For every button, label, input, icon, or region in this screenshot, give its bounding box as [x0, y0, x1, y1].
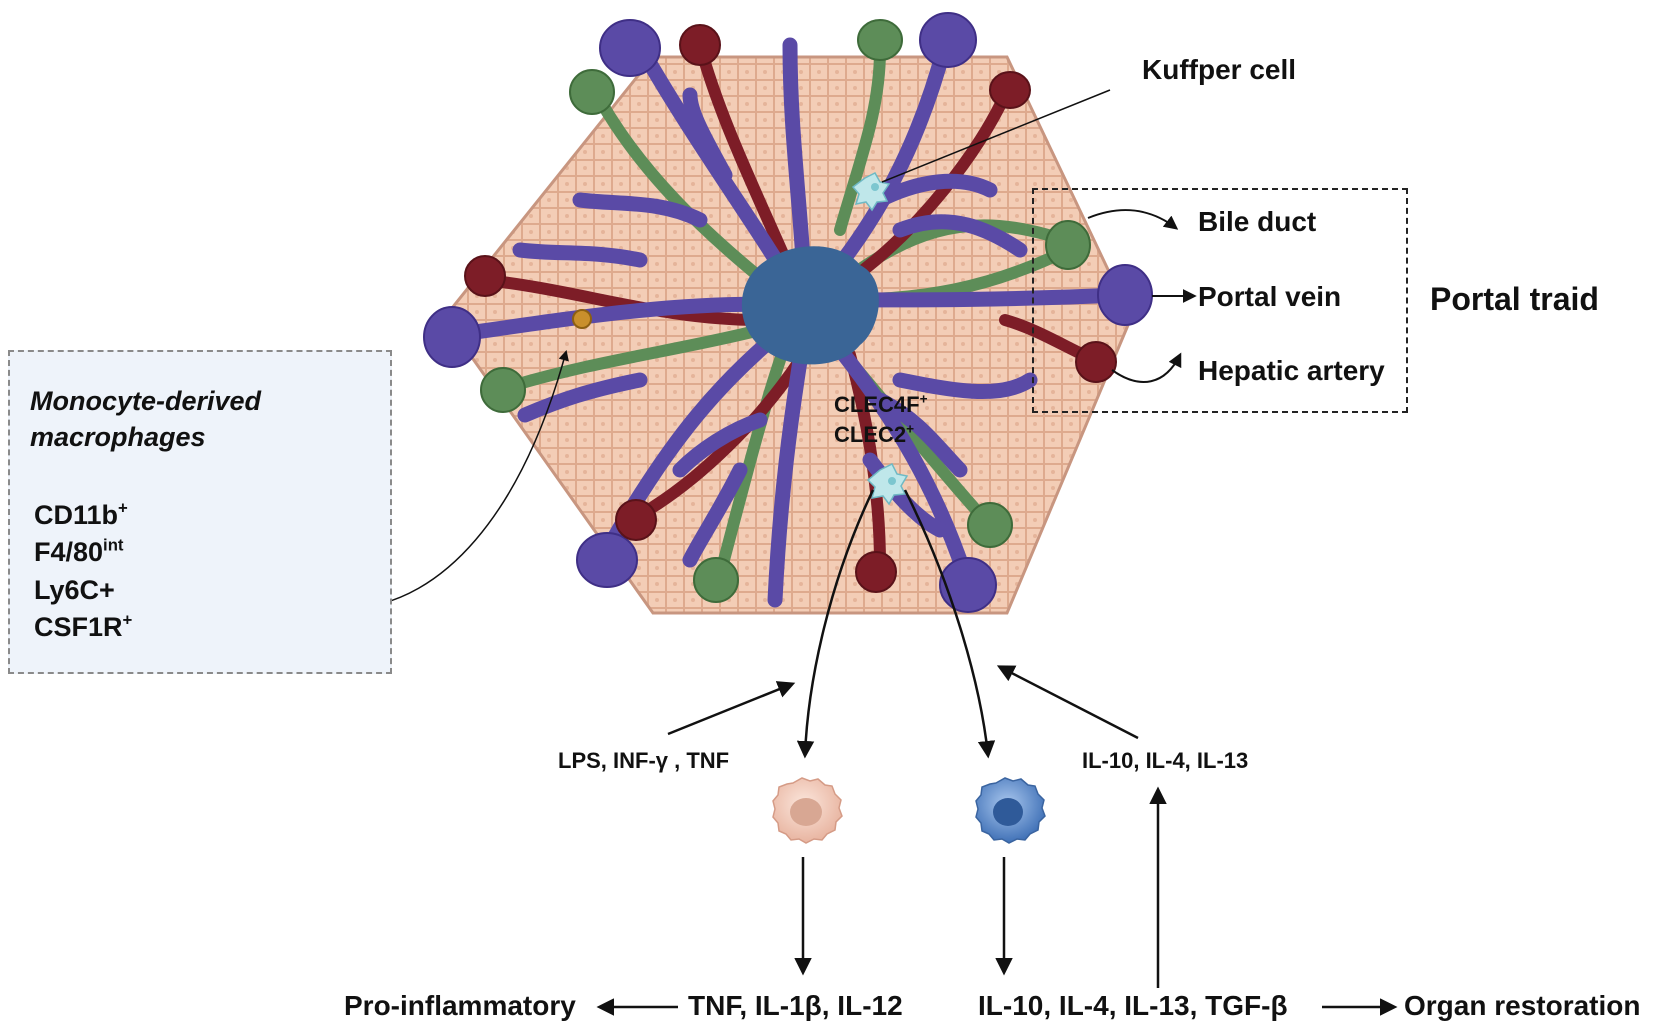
portal-triad-box — [1032, 188, 1408, 413]
m1-stimuli-arrow — [667, 681, 796, 736]
ly6c-label: Ly6C+ — [34, 575, 115, 605]
m1-output-label: TNF, IL-1β, IL-12 — [688, 990, 903, 1021]
hepatic-artery-arrow — [1111, 352, 1182, 383]
hepatic-artery-bulbs — [464, 24, 1117, 593]
hepatic-artery-label: Hepatic artery — [1198, 355, 1385, 386]
m1-macrophage-icon — [772, 777, 843, 844]
mono-title-line1: Monocyte-derived — [30, 386, 262, 416]
clec4f-sup: + — [919, 391, 928, 407]
m2-stimuli-arrow — [996, 665, 1139, 740]
csf1r-sup: + — [122, 610, 133, 630]
kupffer-cell-label: Kuffper cell — [1142, 54, 1297, 85]
kupffer-to-m2-arrow — [903, 489, 996, 759]
clec2-text: CLEC2 — [834, 422, 907, 447]
bile-duct-arrow — [1087, 209, 1179, 230]
organ-restoration-label: Organ restoration — [1404, 990, 1641, 1021]
portal-vein-label: Portal vein — [1198, 281, 1342, 312]
lobule-monocyte-icon — [572, 309, 592, 329]
m1-stimuli-label: LPS, INF-γ , TNF — [558, 748, 730, 773]
cd11b-text: CD11b — [34, 500, 119, 530]
liver-lobule-icon — [423, 12, 1153, 615]
portal-triad-label: Portal traid — [1430, 281, 1599, 317]
portal-vein-bulbs — [423, 12, 1153, 613]
bile-duct-label: Bile duct — [1198, 206, 1317, 237]
kupffer-pointer-line — [881, 89, 1111, 183]
clec4f-text: CLEC4F — [834, 392, 920, 417]
f480-sup: int — [103, 535, 124, 555]
f480-label: F4/80int — [34, 537, 124, 568]
clec2-sup: + — [906, 421, 915, 437]
kupffer-cell-icon-2 — [866, 462, 909, 506]
clec2-label: CLEC2+ — [834, 422, 914, 448]
kupffer-to-m1-arrow — [796, 489, 875, 759]
clec4f-label: CLEC4F+ — [834, 392, 928, 418]
csf1r-label: CSF1R+ — [34, 612, 132, 643]
f480-text: F4/80 — [34, 537, 104, 567]
m2-macrophage-icon — [975, 777, 1046, 844]
kupffer-cell-icon — [851, 172, 891, 212]
pro-inflammatory-label: Pro-inflammatory — [344, 990, 576, 1021]
cd11b-label: CD11b+ — [34, 500, 128, 531]
m2-stimuli-label: IL-10, IL-4, IL-13 — [1082, 748, 1249, 773]
bile-duct-bulbs — [480, 19, 1091, 603]
central-vein — [741, 246, 879, 365]
bile-duct-branches — [509, 44, 1084, 581]
m2-output-label: IL-10, IL-4, IL-13, TGF-β — [978, 990, 1288, 1021]
mono-title-line2: macrophages — [30, 422, 206, 452]
csf1r-text: CSF1R — [34, 612, 123, 642]
monocyte-derived-box — [8, 350, 392, 674]
cd11b-sup: + — [118, 498, 128, 518]
